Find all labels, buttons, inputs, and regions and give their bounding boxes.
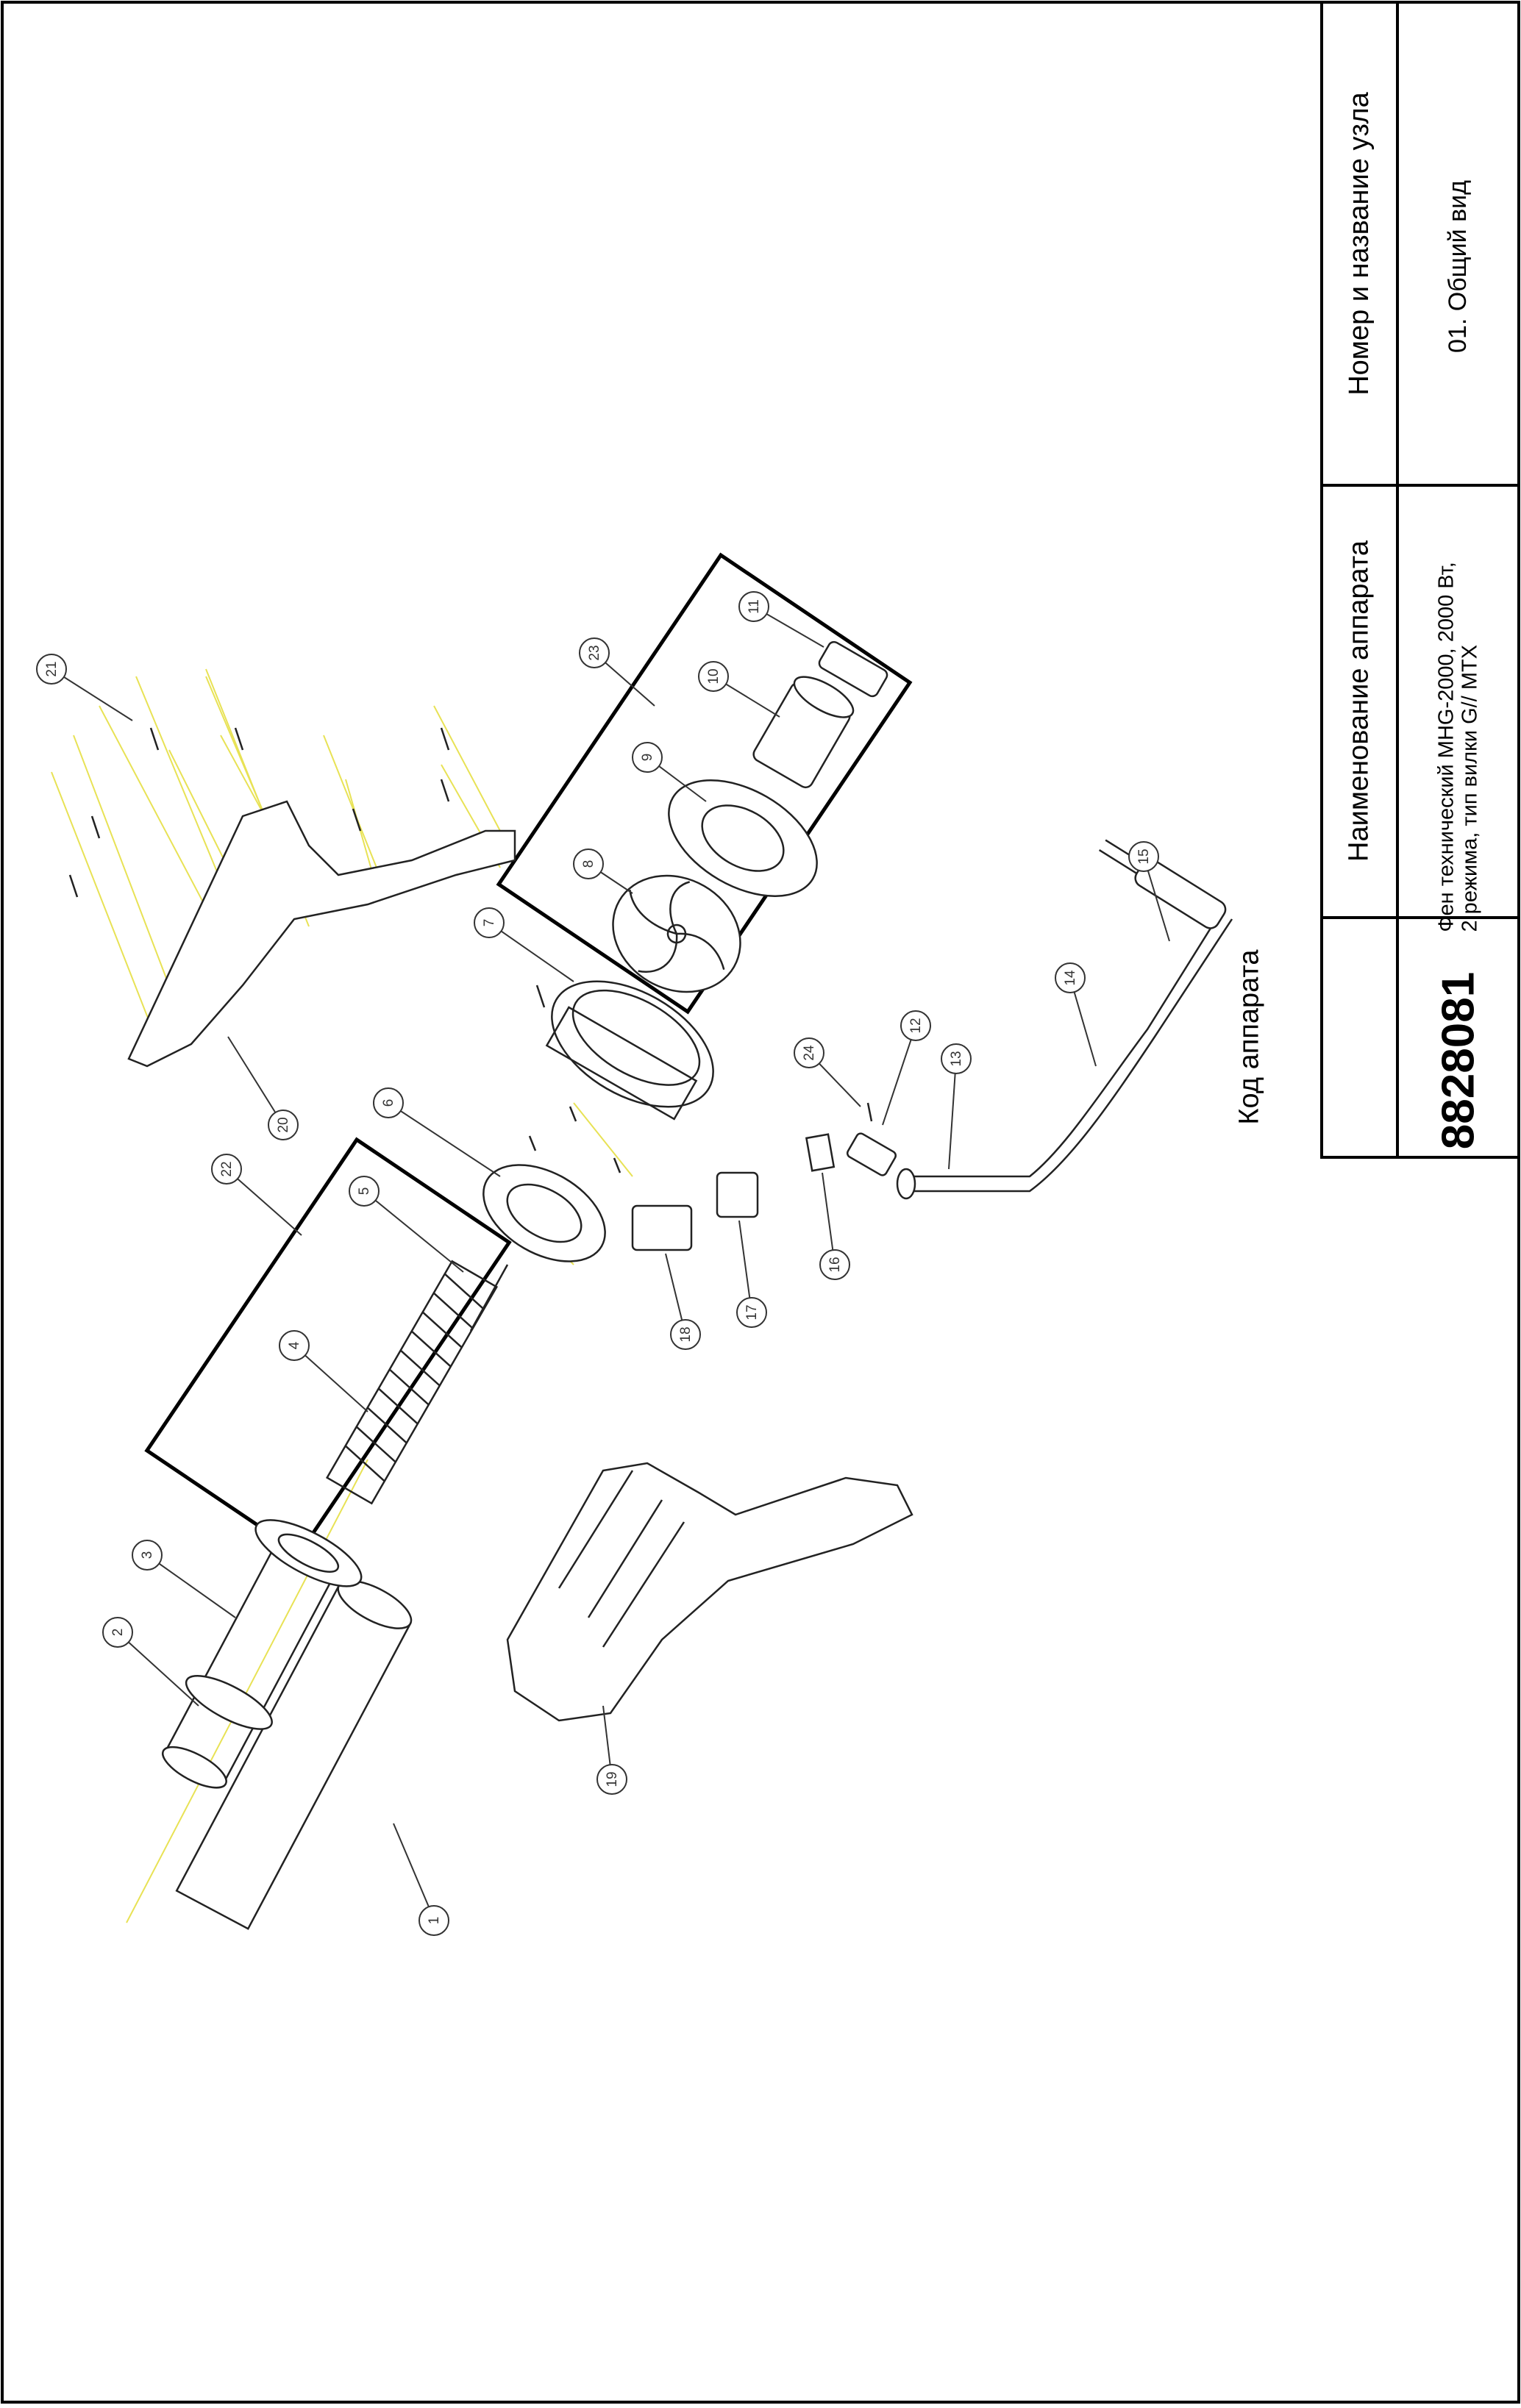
- part-1-nozzle: [175, 1579, 413, 1930]
- callout-19-label: 19: [605, 1771, 620, 1787]
- header-code-label: Код аппарата: [1233, 949, 1265, 1125]
- callout-12: 12: [882, 1010, 931, 1126]
- part-13-14-cable: [905, 911, 1222, 1178]
- callout-16-label: 16: [827, 1257, 843, 1272]
- part-20-housing-half: [127, 800, 516, 1068]
- part-2-3-inner-tube: [161, 1519, 363, 1789]
- subassembly-box-22: [144, 1137, 512, 1557]
- callout-20-label: 20: [276, 1117, 291, 1132]
- callout-14-label: 14: [1063, 970, 1078, 986]
- callout-11-label: 11: [747, 599, 762, 614]
- callout-10-label: 10: [706, 668, 722, 684]
- callout-6: 6: [373, 1087, 501, 1177]
- callout-2: 2: [102, 1617, 199, 1707]
- device-code: 8828081: [1433, 971, 1484, 1150]
- part-15-plug: [1098, 839, 1227, 929]
- screws: [68, 727, 873, 1173]
- callout-21-label: 21: [44, 661, 60, 676]
- callout-1: 1: [393, 1823, 449, 1936]
- callout-21: 21: [36, 654, 133, 721]
- callout-23-label: 23: [587, 645, 602, 660]
- device-name-line-2: 2 режима, тип вилки G// MTX: [1458, 644, 1481, 932]
- device-name-text: Фен технический MHG-2000, 2000 Вт, 2 реж…: [1434, 521, 1481, 932]
- callout-23: 23: [579, 637, 655, 707]
- callout-18-label: 18: [678, 1326, 694, 1342]
- callout-5-label: 5: [357, 1187, 372, 1196]
- callout-3: 3: [132, 1540, 236, 1618]
- part-19-heat-gun-assembled: [506, 1462, 913, 1722]
- device-name-cell: Фен технический MHG-2000, 2000 Вт, 2 реж…: [1397, 510, 1519, 943]
- part-6-gasket: [482, 1164, 606, 1262]
- callout-19: 19: [596, 1705, 627, 1795]
- header-name-label: Наименование аппарата: [1343, 540, 1375, 862]
- part-5-fuse: [469, 1264, 509, 1332]
- callout-7-label: 7: [482, 919, 497, 927]
- callout-16: 16: [819, 1172, 850, 1280]
- callout-9-label: 9: [640, 754, 655, 762]
- part-4-heating-element: [325, 1260, 499, 1505]
- part-10-motor: [752, 676, 855, 789]
- callout-15-label: 15: [1136, 848, 1152, 864]
- callout-9: 9: [632, 742, 707, 802]
- callout-14: 14: [1055, 962, 1097, 1067]
- part-9-motor-mount: [668, 779, 818, 897]
- callout-1-label: 1: [427, 1917, 442, 1925]
- callout-6-label: 6: [381, 1099, 396, 1107]
- callout-10: 10: [698, 661, 780, 718]
- callout-13-label: 13: [949, 1051, 964, 1066]
- callout-24-label: 24: [802, 1045, 817, 1061]
- part-17-switch: [716, 1171, 759, 1218]
- callout-13: 13: [941, 1043, 972, 1170]
- callout-4: 4: [279, 1330, 368, 1412]
- assembly-axis-lines: [51, 668, 633, 1923]
- callout-22-label: 22: [219, 1161, 235, 1176]
- callout-12-label: 12: [908, 1018, 924, 1033]
- callout-5: 5: [349, 1176, 464, 1273]
- callout-8-label: 8: [581, 860, 596, 868]
- part-8-fan: [612, 874, 741, 993]
- callout-22: 22: [211, 1154, 302, 1236]
- part-16-carbon-brush: [805, 1133, 836, 1172]
- part-11-bracket: [818, 640, 888, 698]
- callout-17-label: 17: [744, 1304, 760, 1320]
- callout-11: 11: [738, 591, 824, 648]
- callouts: 1 2 3 4 5 6 7 8 9 10 11 12 13 14 15 16 1…: [36, 591, 1170, 1936]
- title-block-grid: [1320, 1, 1520, 1159]
- callout-24: 24: [794, 1037, 861, 1107]
- callout-17: 17: [736, 1220, 767, 1328]
- callout-15: 15: [1128, 841, 1170, 942]
- callout-2-label: 2: [110, 1629, 126, 1637]
- callout-3-label: 3: [140, 1551, 155, 1560]
- device-name-line-1: Фен технический MHG-2000, 2000 Вт,: [1434, 562, 1458, 932]
- part-7-motor-holder: [545, 980, 714, 1121]
- part-12-cord-clamp: [846, 1132, 897, 1176]
- part-18-rocker-switch: [631, 1204, 693, 1251]
- callout-8: 8: [573, 848, 633, 894]
- callout-20: 20: [227, 1036, 299, 1140]
- callout-4-label: 4: [287, 1341, 302, 1349]
- callout-7: 7: [474, 907, 574, 982]
- node-name: 01. Общий вид: [1444, 180, 1472, 353]
- callout-18: 18: [665, 1253, 701, 1350]
- header-node-label: Номер и название узла: [1344, 92, 1375, 396]
